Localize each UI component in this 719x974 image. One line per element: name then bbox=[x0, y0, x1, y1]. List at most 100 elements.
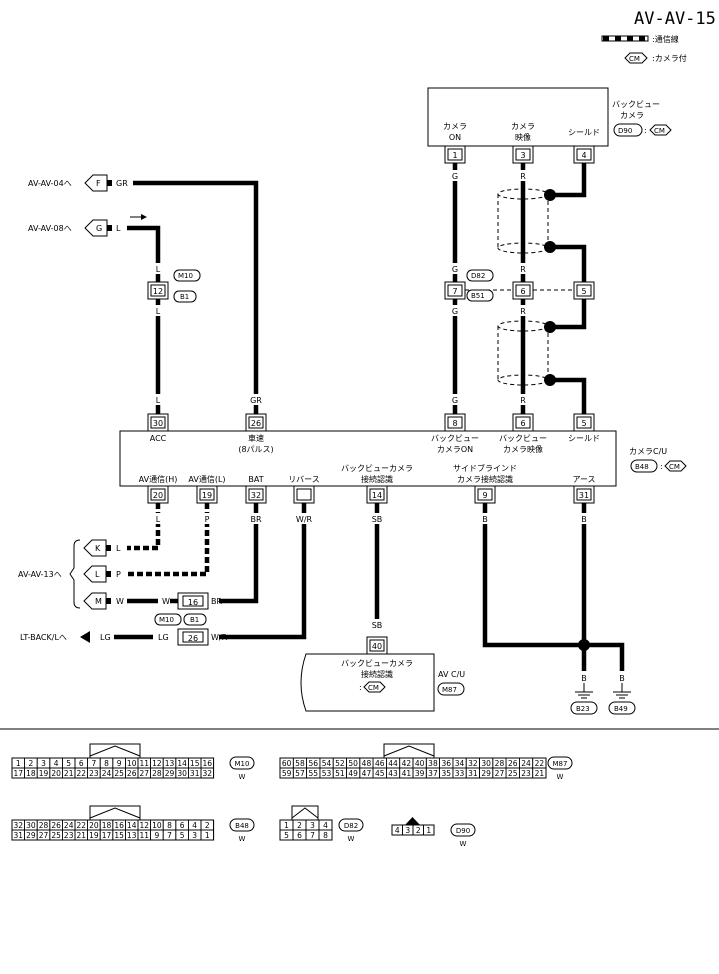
wire-color-reverse: W/R bbox=[296, 515, 313, 524]
pin-label: 31 bbox=[14, 831, 24, 840]
pin-label: 24 bbox=[102, 769, 112, 778]
pin-label: 8 bbox=[167, 821, 172, 830]
svg-text::: : bbox=[359, 683, 362, 692]
pin-label: 22 bbox=[77, 769, 87, 778]
ref-av-av-04[interactable]: AV-AV-04へ F GR bbox=[28, 174, 128, 192]
pin-label: 3 bbox=[41, 759, 46, 768]
svg-text:5: 5 bbox=[581, 419, 586, 428]
pin-label: 27 bbox=[39, 831, 49, 840]
pin-label: 9 bbox=[117, 759, 122, 768]
cu-bottom-pins: 20 19 32 14 9 31 bbox=[147, 485, 595, 504]
pin-label: 4 bbox=[192, 821, 197, 830]
pin-label: 17 bbox=[102, 831, 112, 840]
legend-comm-text: :通信線 bbox=[652, 34, 679, 44]
svg-text:AV C/U: AV C/U bbox=[438, 670, 465, 679]
pin-label: 23 bbox=[64, 831, 74, 840]
pin-label: 14 bbox=[177, 759, 187, 768]
connector-color: W bbox=[239, 835, 246, 843]
connector-id: D90 bbox=[456, 827, 470, 835]
svg-text:26: 26 bbox=[251, 419, 261, 428]
pin-label: 38 bbox=[428, 759, 438, 768]
svg-text:B23: B23 bbox=[576, 705, 590, 713]
pin-label: 2 bbox=[297, 821, 302, 830]
pin-label: 12 bbox=[152, 759, 162, 768]
camera-connector-badge: D90 : CM bbox=[613, 123, 672, 137]
pin-label: 2 bbox=[29, 759, 34, 768]
svg-text:M87: M87 bbox=[442, 686, 457, 694]
pin-label: 16 bbox=[203, 759, 213, 768]
pin-label: 31 bbox=[190, 769, 200, 778]
ref-av-av-13[interactable]: AV-AV-13へ K L L P M W bbox=[18, 539, 124, 610]
cu-label-av-l: AV通信(L) bbox=[188, 474, 225, 484]
svg-text:バックビューカメラ: バックビューカメラ bbox=[341, 659, 413, 668]
pin-label: 48 bbox=[362, 759, 372, 768]
pin-label: 58 bbox=[295, 759, 305, 768]
svg-text::: : bbox=[660, 462, 663, 471]
legend: :通信線 CM :カメラ付 bbox=[601, 34, 687, 64]
cu-top-pins: 30 26 8 6 5 bbox=[147, 413, 595, 432]
svg-text:D82: D82 bbox=[471, 272, 485, 280]
ref-lt-back[interactable]: LT-BACK/Lへ LG bbox=[20, 631, 111, 643]
wire-color-bat: BR bbox=[250, 515, 261, 524]
pin-label: 32 bbox=[203, 769, 213, 778]
svg-text:CM: CM bbox=[669, 463, 680, 471]
pin-label: 29 bbox=[481, 769, 491, 778]
legend-cm-badge: CM bbox=[624, 52, 648, 64]
svg-text:19: 19 bbox=[202, 491, 212, 500]
wire-color-av-h: L bbox=[156, 515, 161, 524]
pin-label: 1 bbox=[284, 821, 289, 830]
pin-label: 25 bbox=[508, 769, 518, 778]
pin-label: 30 bbox=[177, 769, 187, 778]
svg-text:B: B bbox=[619, 674, 625, 683]
svg-text:AV-AV-04へ: AV-AV-04へ bbox=[28, 179, 72, 188]
svg-text:BR: BR bbox=[211, 597, 222, 606]
svg-text:G: G bbox=[96, 224, 102, 233]
pin-label: 20 bbox=[89, 821, 99, 830]
wire-color-g-4: G bbox=[452, 396, 458, 405]
svg-text:40: 40 bbox=[372, 642, 382, 651]
cu-label-sbcam-2: カメラ接続認識 bbox=[457, 474, 513, 484]
svg-text:16: 16 bbox=[188, 598, 198, 607]
pin-label: 1 bbox=[16, 759, 21, 768]
svg-text:4: 4 bbox=[581, 151, 586, 160]
cu-label-speed-1: 車速 bbox=[248, 433, 264, 443]
svg-text:B1: B1 bbox=[180, 293, 189, 301]
pin-label: 3 bbox=[405, 826, 410, 835]
pin-label: 27 bbox=[495, 769, 505, 778]
connector-id: M10 bbox=[235, 760, 250, 768]
svg-text:6: 6 bbox=[520, 287, 525, 296]
svg-text:B1: B1 bbox=[190, 616, 199, 624]
svg-text:L: L bbox=[116, 224, 121, 233]
pin-label: 32 bbox=[14, 821, 24, 830]
pin-label: 8 bbox=[323, 831, 328, 840]
pin-label: 8 bbox=[104, 759, 109, 768]
svg-text:接続認識: 接続認識 bbox=[361, 669, 393, 679]
wire-color-sbcam: B bbox=[482, 515, 488, 524]
pin-label: 7 bbox=[167, 831, 172, 840]
pin-label: 26 bbox=[127, 769, 137, 778]
camera-cu-box bbox=[119, 430, 617, 487]
pin-label: 11 bbox=[140, 831, 150, 840]
pin-label: 12 bbox=[140, 821, 150, 830]
ground-b49: B B49 bbox=[608, 672, 636, 715]
connector-color: W bbox=[348, 835, 355, 843]
cu-label-camon-1: バックビュー bbox=[431, 434, 479, 443]
pin-label: 40 bbox=[415, 759, 425, 768]
pin-label: 26 bbox=[51, 821, 61, 830]
wire-color-l-2: L bbox=[156, 307, 161, 316]
svg-text:M10: M10 bbox=[159, 616, 174, 624]
ref-av-av-08[interactable]: AV-AV-08へ G L bbox=[28, 214, 147, 237]
svg-text:3: 3 bbox=[520, 151, 525, 160]
connector-color: W bbox=[239, 773, 246, 781]
pin-label: 22 bbox=[77, 821, 87, 830]
svg-text:AV-AV-13へ: AV-AV-13へ bbox=[18, 570, 62, 579]
pin-label: 3 bbox=[310, 821, 315, 830]
svg-text:31: 31 bbox=[579, 491, 589, 500]
cu-title: カメラC/U bbox=[629, 447, 667, 456]
pin-label: 4 bbox=[395, 826, 400, 835]
camera-pin1-label1: カメラ bbox=[443, 122, 467, 131]
pin-label: 5 bbox=[180, 831, 185, 840]
svg-text:M10: M10 bbox=[178, 272, 193, 280]
pin-label: 33 bbox=[455, 769, 465, 778]
